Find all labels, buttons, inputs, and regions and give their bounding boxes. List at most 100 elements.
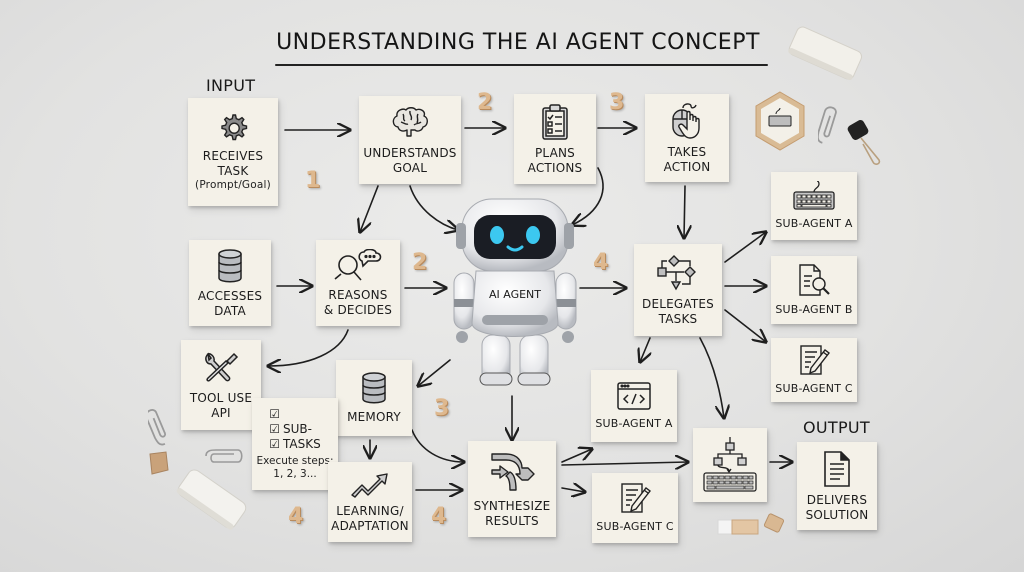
delivers-solution-line2: SOLUTION xyxy=(805,507,869,522)
node-synthesize-results: SYNTHESIZE RESULTS xyxy=(468,441,556,537)
node-sub-agent-b: SUB-AGENT B xyxy=(771,256,857,324)
sub-agent-c-bottom-label: SUB-AGENT C xyxy=(596,520,674,533)
memory-label: MEMORY xyxy=(347,410,401,424)
execute-steps-line1: Execute steps: xyxy=(256,455,334,467)
step-number: 2 xyxy=(477,90,493,115)
trend-arrow-icon xyxy=(351,472,388,498)
tool-use-line2: API xyxy=(211,405,231,420)
eraser-icon xyxy=(176,469,247,530)
step-number: 4 xyxy=(593,250,609,275)
node-subtasks: ☑ ☑ SUB- ☑ TASKS Execute steps: 1, 2, 3.… xyxy=(252,398,338,490)
database-icon xyxy=(362,372,386,404)
document-icon xyxy=(824,450,850,487)
node-tool-use: TOOL USE API xyxy=(181,340,261,430)
subtask-checklist: ☑ ☑ SUB- ☑ TASKS xyxy=(269,407,320,452)
flowchart-icon xyxy=(657,254,696,290)
hexagon-keyboard-badge-icon xyxy=(755,91,805,151)
receives-task-line1: RECEIVES xyxy=(202,149,264,163)
document-pencil-icon xyxy=(621,483,651,513)
sub-agent-a-top-label: SUB-AGENT A xyxy=(775,217,853,230)
accesses-data-line2: DATA xyxy=(214,303,246,318)
node-delegates-tasks: DELEGATES TASKS xyxy=(634,244,722,336)
synthesize-line1: SYNTHESIZE xyxy=(473,498,551,513)
binder-clip-icon xyxy=(847,120,881,165)
paperclip-icon xyxy=(818,106,837,144)
execute-steps-line2: 1, 2, 3... xyxy=(273,468,317,480)
eraser-icon xyxy=(788,26,863,81)
node-delivers-solution: DELIVERS SOLUTION xyxy=(797,442,877,530)
document-search-icon xyxy=(799,264,830,296)
node-sub-agent-a-top: SUB-AGENT A xyxy=(771,172,857,240)
node-understands-goal: UNDERSTANDS GOAL xyxy=(359,96,461,184)
understands-goal-line1: UNDERSTANDS xyxy=(363,145,457,160)
diagram-title: UNDERSTANDING THE AI AGENT CONCEPT xyxy=(276,30,760,55)
code-window-icon xyxy=(617,382,651,410)
node-learning-adaptation: LEARNING/ ADAPTATION xyxy=(328,462,412,542)
node-sub-agent-c-top: SUB-AGENT C xyxy=(771,338,857,402)
node-hierarchy-keyboard xyxy=(693,428,767,502)
receives-task-line2: TASK xyxy=(217,164,249,178)
document-pencil-icon xyxy=(800,345,830,375)
delegates-tasks-line2: TASKS xyxy=(658,311,698,326)
robot-label: AI AGENT xyxy=(488,288,542,301)
database-icon xyxy=(218,248,242,282)
clipboard-checklist-icon xyxy=(542,103,568,140)
checkbox-icon: ☑ xyxy=(269,422,281,436)
delegates-tasks-line1: DELEGATES xyxy=(642,296,714,311)
checkbox-icon: ☑ xyxy=(269,437,281,451)
wrench-screwdriver-icon xyxy=(205,351,239,382)
tape-pieces-icon xyxy=(717,513,785,535)
node-takes-action: TAKES ACTION xyxy=(645,94,729,182)
step-number: 2 xyxy=(412,250,428,275)
node-sub-agent-c-bottom: SUB-AGENT C xyxy=(592,473,678,543)
node-accesses-data: ACCESSES DATA xyxy=(189,240,271,326)
sub-agent-b-label: SUB-AGENT B xyxy=(775,303,853,316)
subtask-row: ☑ TASKS xyxy=(269,437,320,452)
magnifier-thought-icon xyxy=(334,248,382,281)
gear-icon xyxy=(221,114,248,141)
hierarchy-keyboard-icon xyxy=(703,437,757,492)
step-number: 1 xyxy=(305,168,321,193)
node-memory: MEMORY xyxy=(336,360,412,436)
node-receives-task: RECEIVES TASK (Prompt/Goal) xyxy=(188,98,278,206)
robot-icon xyxy=(453,198,577,386)
step-number: 3 xyxy=(609,90,625,115)
subtask-item: TASKS xyxy=(283,437,321,451)
output-label: OUTPUT xyxy=(803,418,871,437)
learning-line2: ADAPTATION xyxy=(331,518,409,533)
synthesize-line2: RESULTS xyxy=(485,513,539,528)
subtask-row: ☑ SUB- xyxy=(269,422,320,437)
receives-task-line3: (Prompt/Goal) xyxy=(195,179,271,191)
plans-actions-line1: PLANS xyxy=(535,145,575,160)
accesses-data-line1: ACCESSES xyxy=(197,288,263,303)
keyboard-icon xyxy=(793,181,835,210)
subtask-row: ☑ xyxy=(269,407,320,422)
reasons-decides-line2: & DECIDES xyxy=(323,302,393,317)
takes-action-line1: TAKES xyxy=(667,144,707,159)
node-plans-actions: PLANS ACTIONS xyxy=(514,94,596,184)
checkbox-icon: ☑ xyxy=(269,407,281,421)
reasons-decides-line1: REASONS xyxy=(328,287,388,302)
sub-agent-a-bottom-label: SUB-AGENT A xyxy=(595,417,673,430)
brain-icon xyxy=(392,106,428,137)
node-sub-agent-a-bottom: SUB-AGENT A xyxy=(591,370,677,442)
understands-goal-line2: GOAL xyxy=(392,160,428,175)
input-label: INPUT xyxy=(206,76,256,95)
step-number: 4 xyxy=(288,504,304,529)
title-underline xyxy=(275,64,768,66)
sub-agent-c-top-label: SUB-AGENT C xyxy=(775,382,853,395)
mouse-click-icon xyxy=(672,102,700,139)
node-reasons-decides: REASONS & DECIDES xyxy=(316,240,400,326)
subtask-item: SUB- xyxy=(283,422,312,436)
tool-use-line1: TOOL USE xyxy=(189,390,253,405)
wood-block-icon xyxy=(149,451,169,475)
paperclip-icon xyxy=(205,449,243,463)
plans-actions-line2: ACTIONS xyxy=(527,160,583,175)
merge-arrows-icon xyxy=(491,452,535,491)
learning-line1: LEARNING/ xyxy=(336,503,404,518)
step-number: 3 xyxy=(434,396,450,421)
paperclip-icon xyxy=(148,409,166,446)
takes-action-line2: ACTION xyxy=(663,159,711,174)
step-number: 4 xyxy=(431,504,447,529)
